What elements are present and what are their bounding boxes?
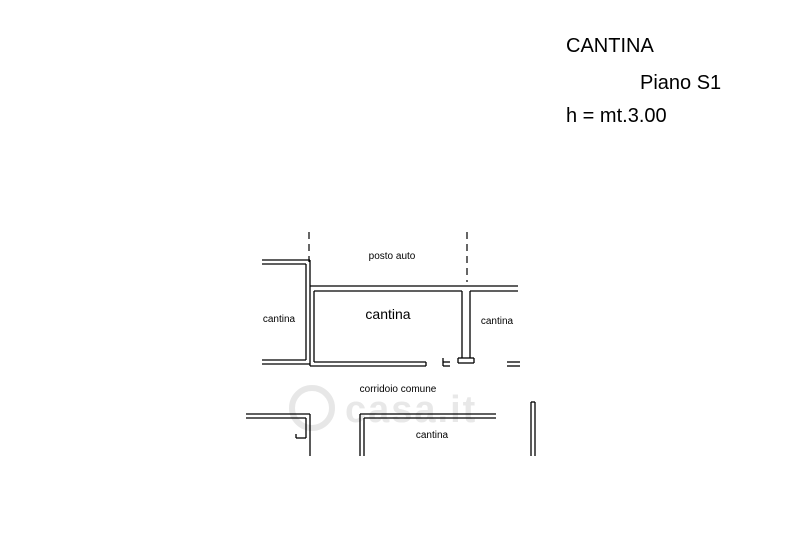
corridor-label: corridoio comune — [360, 384, 437, 395]
top-wall — [310, 285, 518, 292]
right-cellar-walls — [457, 291, 520, 367]
plan-title: CANTINA — [566, 35, 654, 57]
floor-level: Piano S1 — [640, 72, 722, 94]
svg-text:casa.it: casa.it — [345, 389, 477, 431]
main-cellar-walls — [310, 291, 427, 367]
left-cellar-walls — [262, 259, 311, 366]
left-cellar-label: cantina — [263, 314, 296, 325]
bottom-cellar-label: cantina — [416, 430, 449, 441]
parking-label: posto auto — [369, 251, 416, 262]
ceiling-height: h = mt.3.00 — [566, 105, 667, 127]
bottom-walls — [246, 401, 536, 456]
main-cellar-label: cantina — [365, 306, 410, 322]
watermark: casa.it — [289, 385, 477, 431]
right-cellar-label: cantina — [481, 316, 514, 327]
door-stubs — [442, 358, 450, 367]
